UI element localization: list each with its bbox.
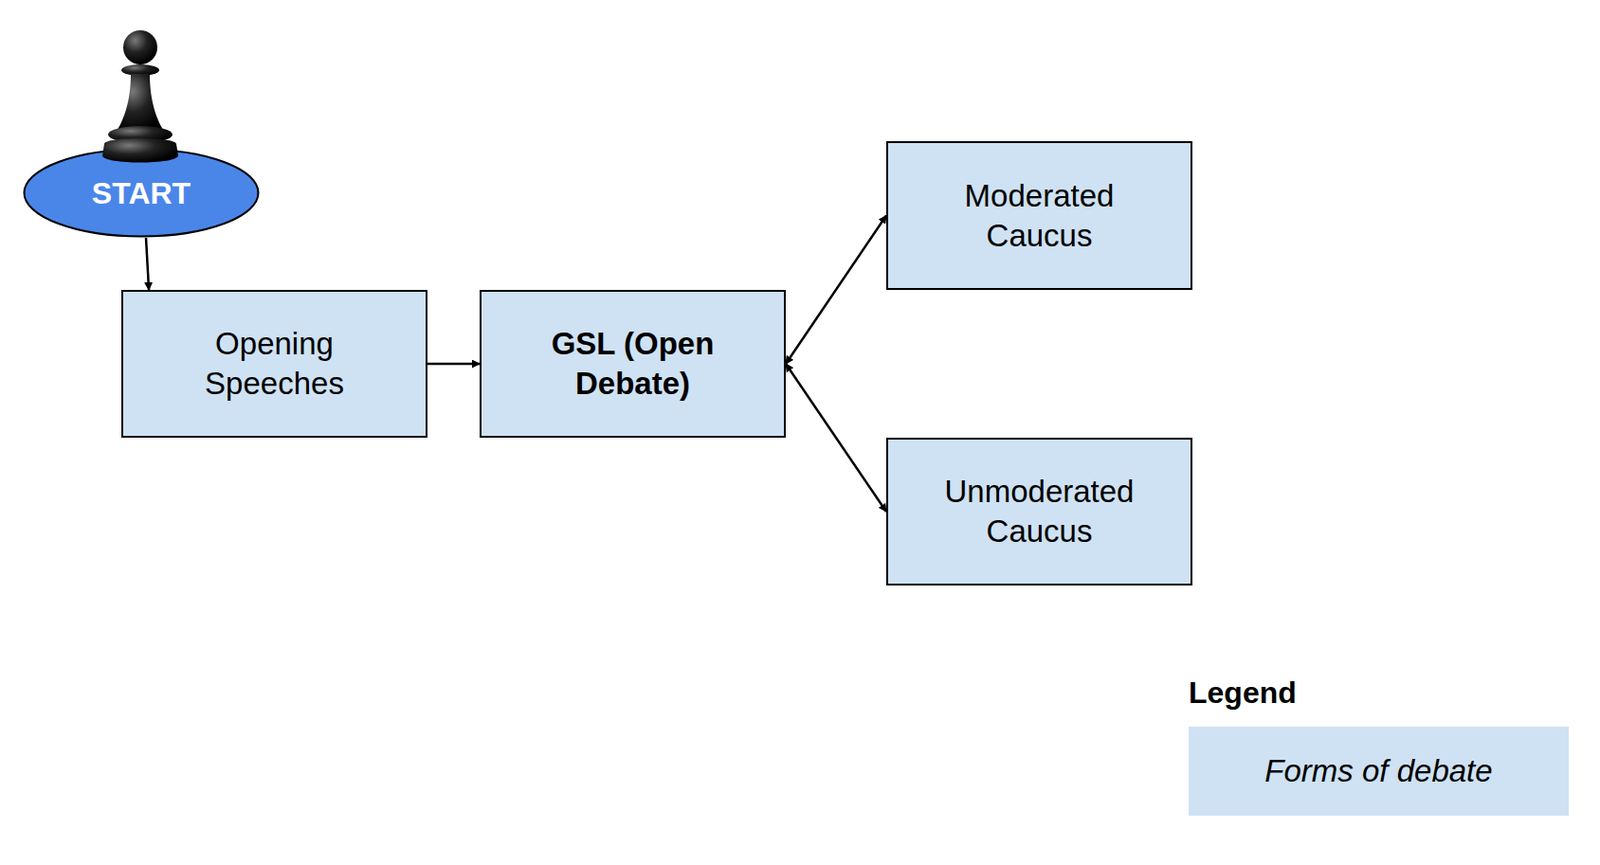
arrow-connector [145,237,149,291]
arrow-connector [785,216,887,365]
node-text: Unmoderated Caucus [921,472,1159,552]
process-box: Unmoderated Caucus [886,437,1193,586]
node-text: START [91,173,191,214]
legend-swatch: Forms of debate [1188,727,1569,817]
process-box: Moderated Caucus [886,141,1193,291]
node-text: GSL (Open Debate) [514,324,752,404]
legend-title: Legend [1188,675,1297,711]
legend-text: Forms of debate [1264,753,1492,790]
process-box: GSL (Open Debate) [479,290,786,438]
node-text: Moderated Caucus [921,176,1159,256]
node-text: Opening Speeches [156,324,394,404]
arrow-connector [785,363,887,512]
pawn-icon [94,26,186,169]
arrow-connector [427,363,480,366]
process-box: Opening Speeches [121,290,428,438]
